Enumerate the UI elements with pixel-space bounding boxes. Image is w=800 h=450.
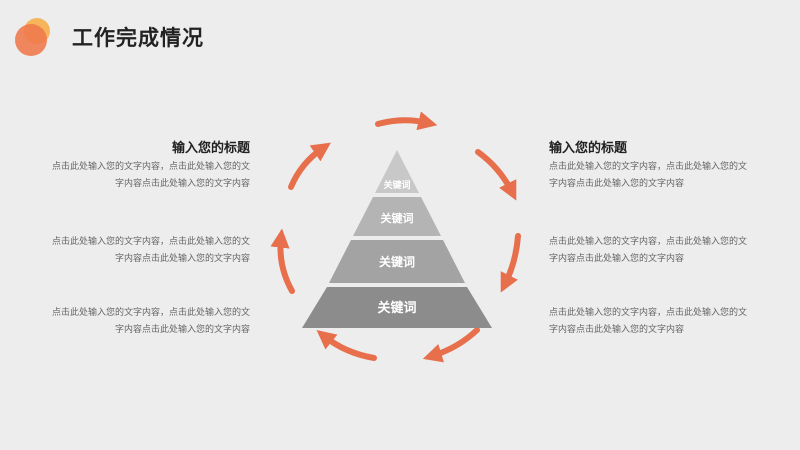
left-paragraph-1: 点击此处输入您的文字内容，点击此处输入您的文字内容点击此处输入您的文字内容 (51, 162, 250, 189)
page-title: 工作完成情况 (72, 26, 204, 50)
pyramid: 关键词 关键词 关键词 关键词 (302, 150, 492, 328)
cycle-arrow-top-right (475, 149, 517, 201)
pyramid-tier-4 (302, 287, 492, 328)
cycle-arrow-top-left (288, 142, 331, 190)
pyramid-tier-1 (375, 150, 419, 193)
pyramid-tier-2 (353, 197, 441, 236)
pyramid-tier-3-label: 关键词 (379, 254, 415, 269)
left-paragraph-3: 点击此处输入您的文字内容，点击此处输入您的文字内容点击此处输入您的文字内容 (51, 308, 250, 335)
pyramid-tier-3 (329, 240, 465, 283)
cycle-arrows (270, 111, 521, 363)
cycle-arrow-left (270, 228, 295, 294)
right-paragraph-3: 点击此处输入您的文字内容，点击此处输入您的文字内容点击此处输入您的文字内容 (549, 308, 748, 335)
cycle-arrow-bottom-right (422, 327, 480, 363)
right-heading: 输入您的标题 (549, 141, 628, 156)
right-paragraph-1: 点击此处输入您的文字内容，点击此处输入您的文字内容点击此处输入您的文字内容 (549, 162, 748, 189)
left-heading: 输入您的标题 (171, 141, 250, 156)
logo-icon (15, 18, 50, 56)
pyramid-tier-2-label: 关键词 (381, 211, 414, 225)
cycle-arrow-bottom-left (316, 329, 377, 361)
cycle-arrow-top (375, 111, 438, 131)
pyramid-tier-4-label: 关键词 (377, 300, 416, 316)
left-paragraph-2: 点击此处输入您的文字内容，点击此处输入您的文字内容点击此处输入您的文字内容 (51, 237, 250, 264)
cycle-arrow-right (500, 233, 521, 293)
logo-front-circle (15, 24, 47, 56)
pyramid-tier-1-label: 关键词 (383, 179, 410, 191)
right-paragraph-2: 点击此处输入您的文字内容，点击此处输入您的文字内容点击此处输入您的文字内容 (549, 237, 748, 264)
